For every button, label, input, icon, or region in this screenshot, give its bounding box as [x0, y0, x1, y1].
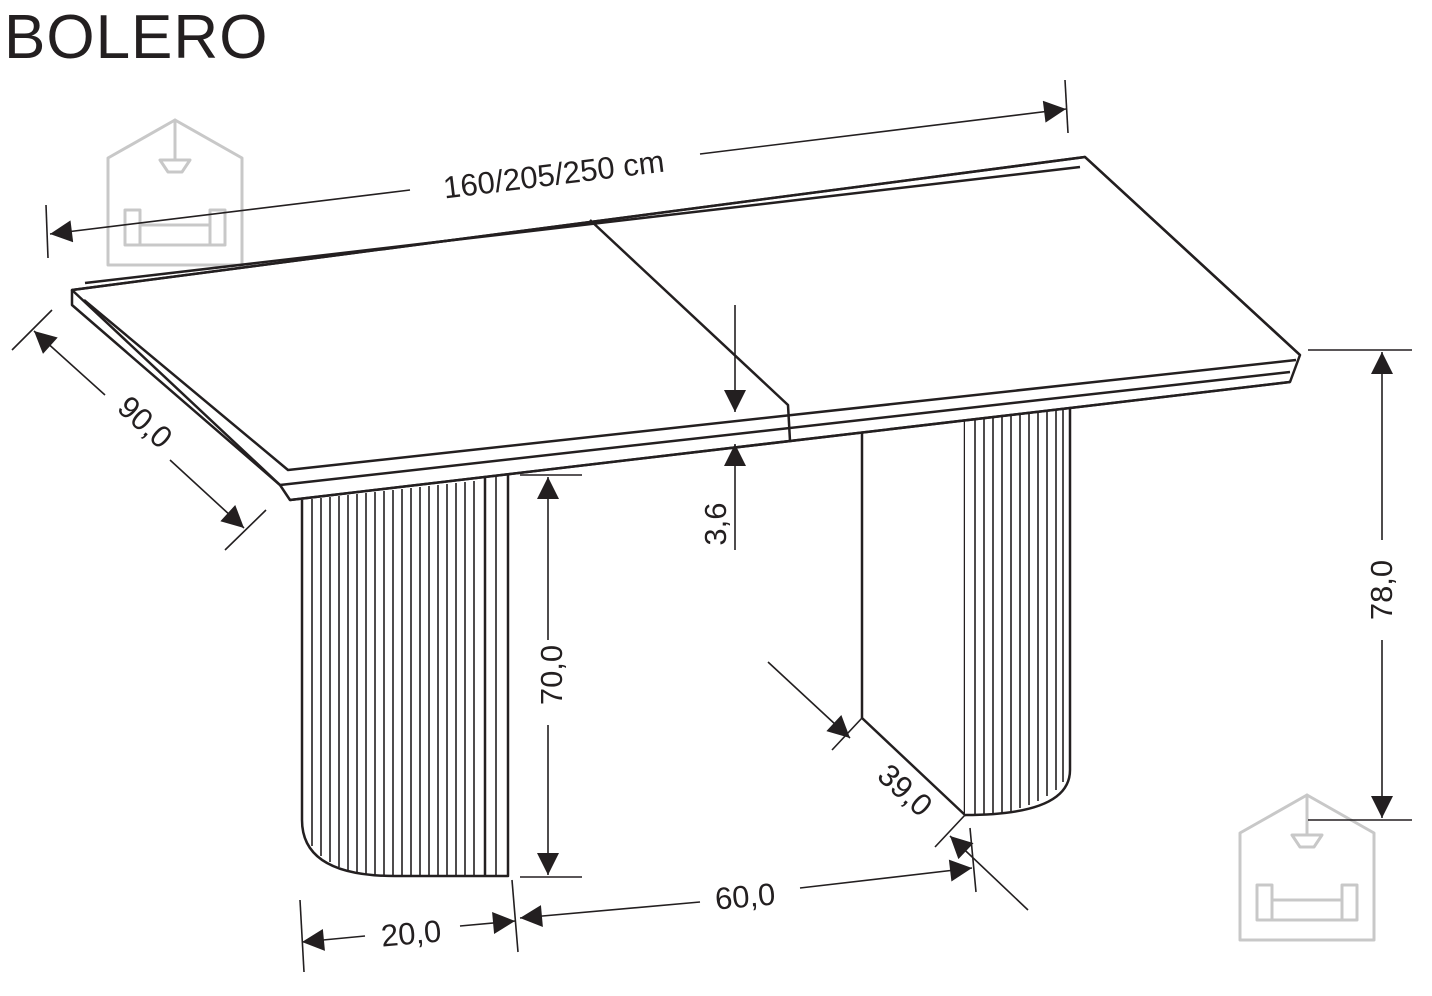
dimension-depth-label: 90,0	[111, 389, 179, 455]
furniture-house-logo-icon	[1238, 793, 1376, 942]
dimension-thickness: 3,6	[698, 305, 746, 550]
left-leg	[300, 474, 510, 878]
dimension-thickness-label: 3,6	[698, 502, 733, 545]
dimension-leg-width-label: 20,0	[380, 913, 443, 953]
dimension-leg-height-label: 70,0	[534, 645, 569, 705]
dimension-leg-spacing: 60,0	[519, 827, 977, 928]
dimension-height-label: 78,0	[1364, 560, 1399, 620]
dimension-leg-height: 70,0	[520, 474, 582, 878]
right-leg	[860, 398, 1072, 817]
extension-leaf-joint	[589, 219, 792, 442]
dimension-leg-spacing-label: 60,0	[714, 876, 777, 916]
dimension-length-label: 160/205/250 cm	[441, 144, 666, 206]
table-outline	[70, 155, 1302, 878]
dimension-height: 78,0	[1308, 349, 1412, 821]
furniture-house-logo-icon	[106, 118, 244, 267]
dimension-leg-width: 20,0	[299, 879, 519, 973]
product-title: BOLERO	[4, 3, 269, 72]
